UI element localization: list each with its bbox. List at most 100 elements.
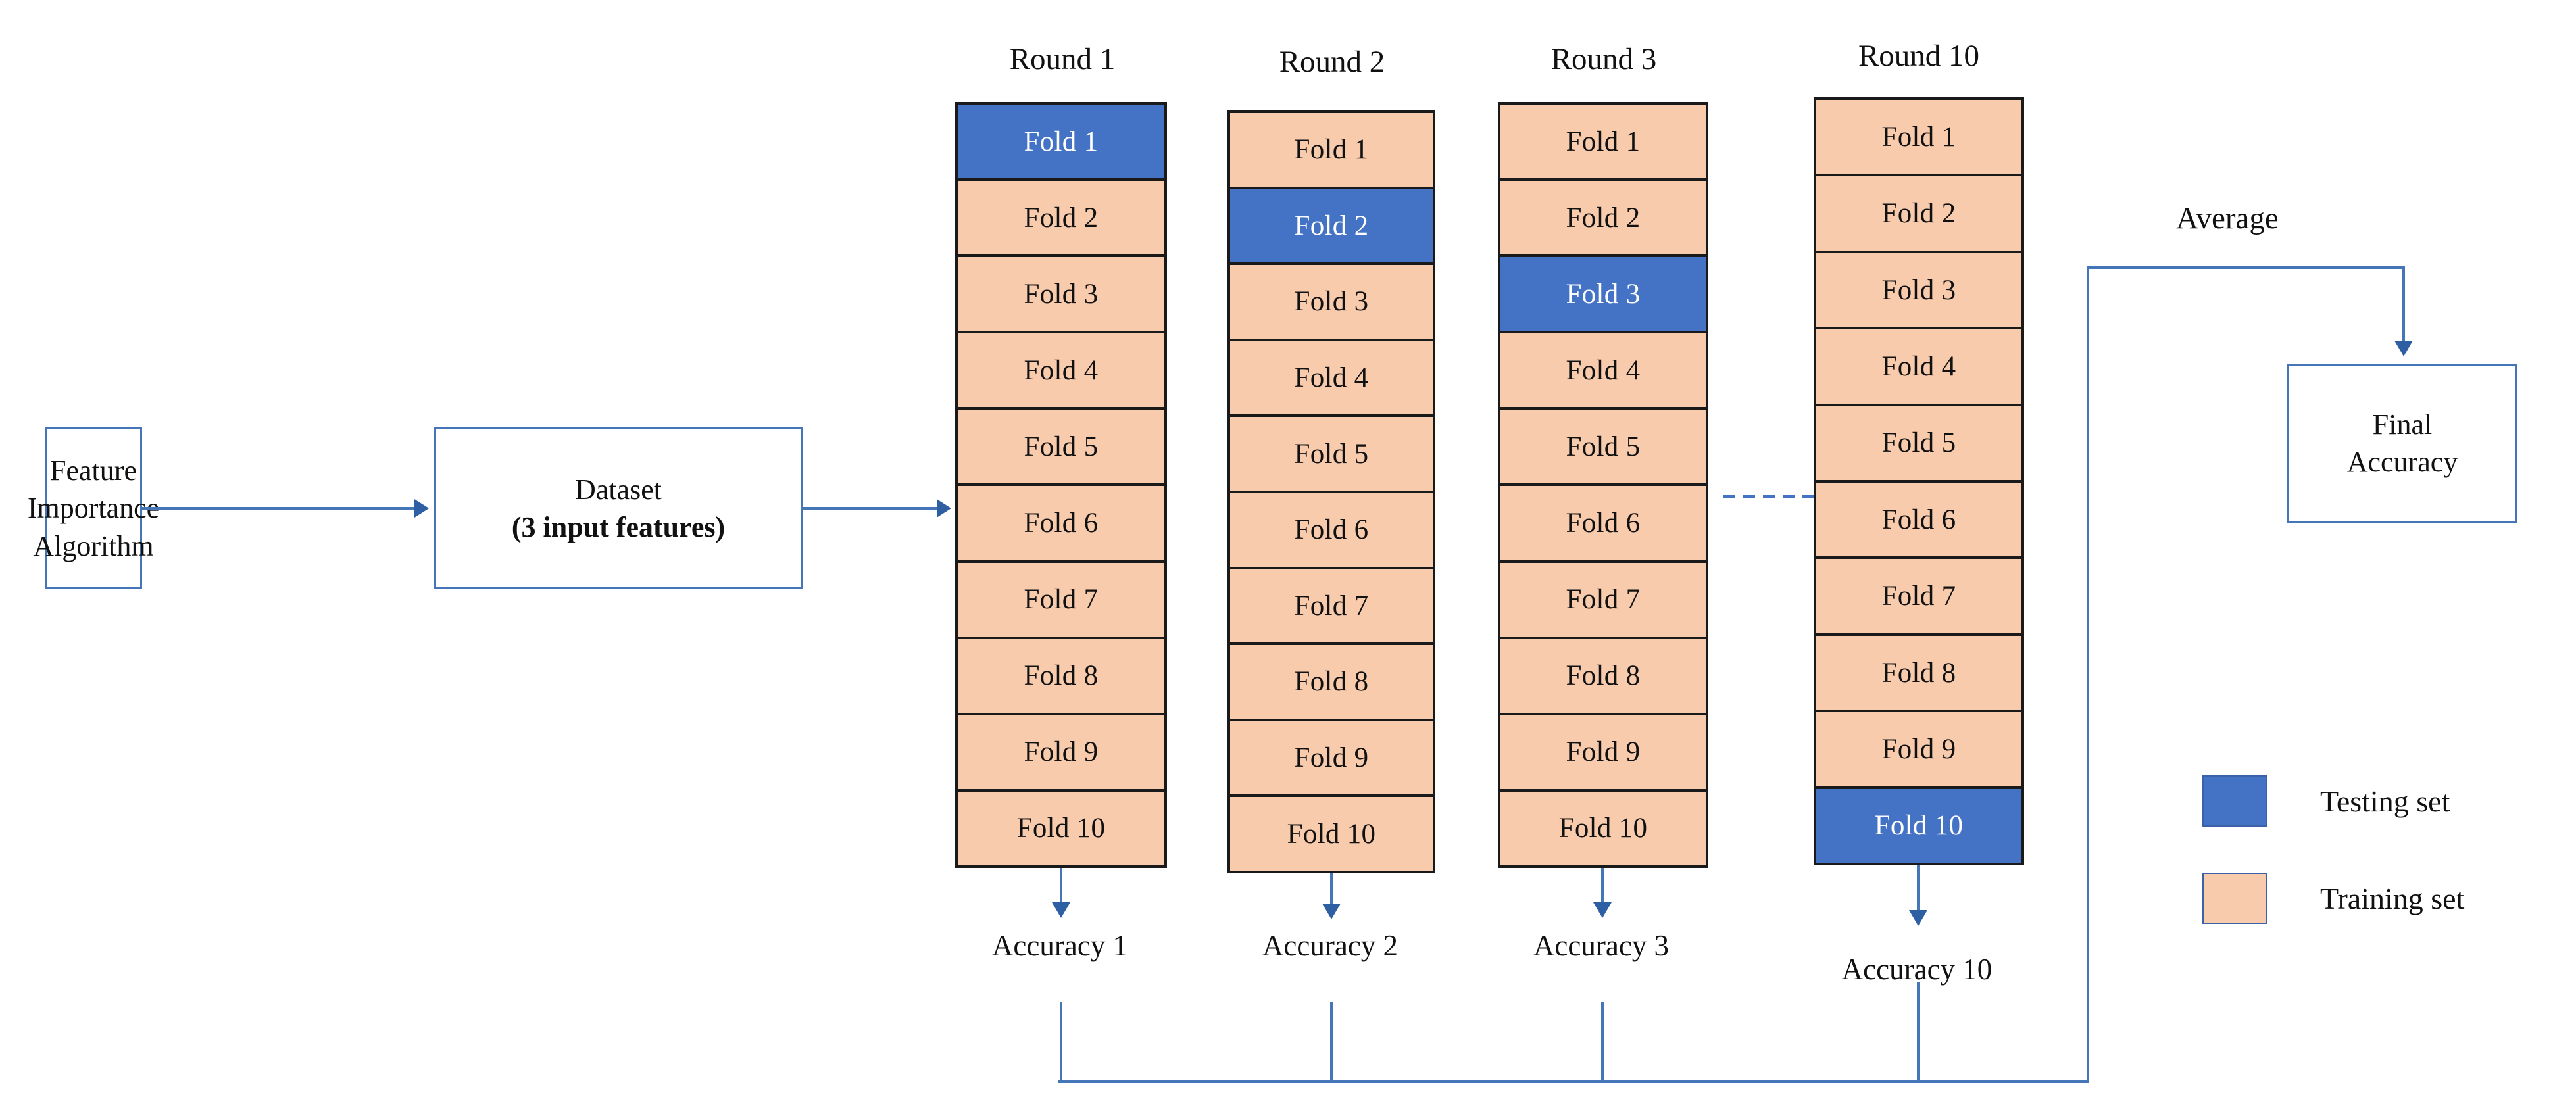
fold-cell-label: Fold 8 bbox=[1881, 657, 1956, 689]
fold-cell-label: Fold 5 bbox=[1294, 438, 1369, 470]
collector-drop-round-3 bbox=[1601, 1002, 1604, 1082]
fold-cell-r1-7: Fold 7 bbox=[958, 562, 1164, 639]
fold-cell-r2-3: Fold 3 bbox=[1230, 265, 1433, 341]
fold-cell-label: Fold 10 bbox=[1016, 813, 1106, 844]
fold-cell-r3-9: Fold 9 bbox=[1500, 715, 1706, 792]
fold-cell-r3-5: Fold 5 bbox=[1500, 410, 1706, 487]
fold-cell-r4-7: Fold 7 bbox=[1816, 559, 2021, 636]
fold-cell-r2-1: Fold 1 bbox=[1230, 113, 1433, 189]
arrow-round1-to-accuracy-shaft bbox=[1060, 868, 1062, 906]
fold-cell-r3-3: Fold 3 bbox=[1500, 257, 1706, 334]
fold-cell-label: Fold 4 bbox=[1566, 354, 1641, 386]
final-accuracy-box: Final Accuracy bbox=[2287, 364, 2517, 523]
fold-cell-r4-4: Fold 4 bbox=[1816, 329, 2021, 406]
fold-cell-label: Fold 5 bbox=[1881, 427, 1956, 459]
fold-cell-label: Fold 6 bbox=[1294, 514, 1369, 546]
fold-cell-r1-2: Fold 2 bbox=[958, 181, 1164, 258]
fold-cell-r3-2: Fold 2 bbox=[1500, 181, 1706, 258]
fold-cell-r3-10: Fold 10 bbox=[1500, 791, 1706, 865]
fold-cell-r4-2: Fold 2 bbox=[1816, 176, 2021, 253]
fold-column-round-10: Fold 1 Fold 2 Fold 3 Fold 4 Fold 5 Fold 6 Fold… bbox=[1814, 97, 2024, 865]
fold-cell-label: Fold 2 bbox=[1294, 210, 1369, 241]
fold-cell-r3-6: Fold 6 bbox=[1500, 486, 1706, 563]
fold-cell-r2-6: Fold 6 bbox=[1230, 493, 1433, 569]
collector-bus-horizontal bbox=[1058, 1080, 2089, 1083]
arrow-round1-to-accuracy-head bbox=[1052, 902, 1070, 918]
arrow-dataset-to-folds-shaft bbox=[803, 507, 941, 510]
average-label: Average bbox=[2176, 201, 2279, 235]
fold-cell-label: Fold 3 bbox=[1294, 286, 1369, 318]
fold-cell-r1-4: Fold 4 bbox=[958, 333, 1164, 410]
arrow-round10-to-accuracy-head bbox=[1909, 910, 1927, 926]
fold-cell-label: Fold 8 bbox=[1294, 666, 1369, 698]
feature-box-line3: Algorithm bbox=[33, 529, 154, 562]
average-top-horizontal bbox=[2087, 266, 2405, 269]
fold-cell-label: Fold 3 bbox=[1881, 274, 1956, 306]
fold-cell-label: Fold 4 bbox=[1024, 354, 1099, 386]
round-title-3: Round 3 bbox=[1550, 42, 1657, 76]
fold-column-round-2: Fold 1 Fold 2 Fold 3 Fold 4 Fold 5 Fold 6 Fold… bbox=[1227, 110, 1435, 873]
accuracy-label-3: Accuracy 3 bbox=[1533, 929, 1670, 962]
fold-cell-r2-9: Fold 9 bbox=[1230, 721, 1433, 798]
fold-cell-r4-9: Fold 9 bbox=[1816, 712, 2021, 789]
fold-cell-label: Fold 7 bbox=[1881, 581, 1956, 612]
fold-cell-label: Fold 2 bbox=[1881, 198, 1956, 230]
fold-cell-label: Fold 2 bbox=[1566, 202, 1641, 233]
fold-cell-r3-4: Fold 4 bbox=[1500, 333, 1706, 410]
fold-cell-r4-3: Fold 3 bbox=[1816, 253, 2021, 330]
fold-cell-r4-10: Fold 10 bbox=[1816, 788, 2021, 863]
feature-box-line1: Feature bbox=[50, 454, 137, 487]
fold-cell-label: Fold 1 bbox=[1024, 126, 1099, 157]
fold-cell-r1-5: Fold 5 bbox=[958, 410, 1164, 487]
fold-cell-label: Fold 9 bbox=[1881, 733, 1956, 765]
fold-cell-label: Fold 6 bbox=[1881, 504, 1956, 535]
fold-cell-r2-10: Fold 10 bbox=[1230, 797, 1433, 871]
average-riser-vertical bbox=[2087, 266, 2089, 1082]
arrow-dataset-to-folds-head bbox=[937, 499, 951, 518]
fold-cell-label: Fold 3 bbox=[1024, 278, 1099, 310]
arrow-round2-to-accuracy-shaft bbox=[1330, 873, 1333, 907]
fold-cell-label: Fold 10 bbox=[1287, 818, 1376, 850]
fold-cell-r4-8: Fold 8 bbox=[1816, 635, 2021, 713]
fold-cell-label: Fold 5 bbox=[1024, 431, 1099, 462]
arrow-round3-to-accuracy-head bbox=[1593, 902, 1612, 918]
fold-cell-r2-8: Fold 8 bbox=[1230, 645, 1433, 721]
fold-cell-label: Fold 1 bbox=[1294, 134, 1369, 166]
fold-cell-label: Fold 1 bbox=[1881, 121, 1956, 153]
fold-cell-r2-4: Fold 4 bbox=[1230, 341, 1433, 418]
fold-cell-r1-1: Fold 1 bbox=[958, 105, 1164, 181]
fold-cell-r1-8: Fold 8 bbox=[958, 639, 1164, 715]
round-title-2: Round 2 bbox=[1279, 45, 1385, 79]
dataset-box-line2: (3 input features) bbox=[511, 511, 726, 543]
fold-cell-r3-1: Fold 1 bbox=[1500, 105, 1706, 181]
accuracy-label-1: Accuracy 1 bbox=[991, 929, 1128, 962]
fold-cell-label: Fold 7 bbox=[1024, 584, 1099, 616]
fold-cell-r3-8: Fold 8 bbox=[1500, 639, 1706, 715]
fold-cell-r2-7: Fold 7 bbox=[1230, 569, 1433, 646]
arrow-average-to-final-head bbox=[2394, 341, 2413, 356]
collector-drop-round-10 bbox=[1917, 982, 1920, 1082]
fold-cell-r1-3: Fold 3 bbox=[958, 257, 1164, 334]
fold-cell-label: Fold 9 bbox=[1024, 737, 1099, 768]
final-box-line1: Final bbox=[2372, 408, 2433, 441]
fold-cell-label: Fold 4 bbox=[1881, 351, 1956, 382]
fold-cell-r4-5: Fold 5 bbox=[1816, 406, 2021, 483]
feature-importance-algorithm-box: Feature Importance Algorithm bbox=[28, 427, 159, 589]
fold-cell-label: Fold 7 bbox=[1294, 590, 1369, 621]
fold-cell-r1-10: Fold 10 bbox=[958, 791, 1164, 865]
arrow-round3-to-accuracy-shaft bbox=[1601, 868, 1604, 906]
arrow-feature-to-dataset-shaft bbox=[142, 507, 418, 510]
fold-cell-label: Fold 1 bbox=[1566, 126, 1641, 157]
round-title-10: Round 10 bbox=[1858, 39, 1980, 73]
fold-cell-label: Fold 2 bbox=[1024, 202, 1099, 233]
fold-cell-label: Fold 8 bbox=[1024, 660, 1099, 692]
fold-cell-r3-7: Fold 7 bbox=[1500, 562, 1706, 639]
fold-cell-r2-5: Fold 5 bbox=[1230, 417, 1433, 493]
fold-cell-label: Fold 3 bbox=[1566, 278, 1641, 310]
fold-cell-r1-9: Fold 9 bbox=[958, 715, 1164, 792]
fold-cell-r2-2: Fold 2 bbox=[1230, 189, 1433, 266]
fold-cell-label: Fold 9 bbox=[1566, 737, 1641, 768]
dataset-box: Dataset (3 input features) bbox=[434, 427, 803, 589]
